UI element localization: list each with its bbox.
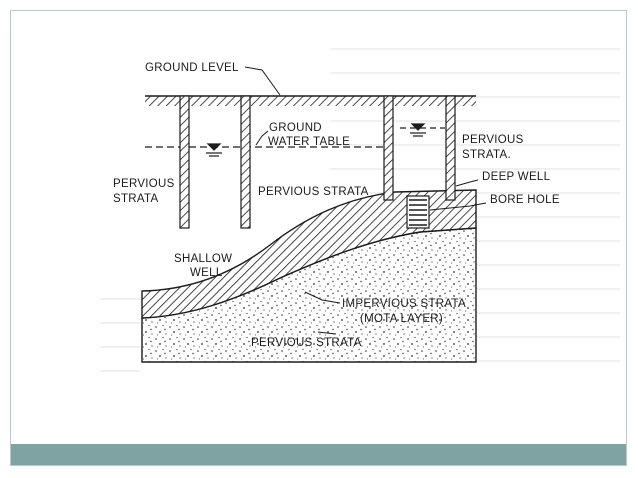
label-shallow-well-1: SHALLOW xyxy=(174,253,232,265)
label-shallow-well-2: WELL xyxy=(190,267,223,279)
label-impervious-strata-2: (MOTA LAYER) xyxy=(360,313,443,325)
label-deep-well: DEEP WELL xyxy=(482,171,551,183)
impervious-strata-band xyxy=(141,189,477,319)
label-pervious-strata-right-1: PERVIOUS xyxy=(462,134,524,146)
shallow-well-wall-left xyxy=(179,95,190,229)
label-pervious-strata-bottom: PERVIOUS STRATA xyxy=(251,337,362,349)
deep-well-wall-right xyxy=(445,95,456,201)
label-pervious-strata-left-2: STRATA xyxy=(113,193,158,205)
deep-well-wall-left xyxy=(383,95,394,201)
label-bore-hole: BORE HOLE xyxy=(490,194,560,206)
footer-bar xyxy=(11,444,626,465)
bore-hole-lines xyxy=(409,199,427,226)
label-pervious-strata-left-1: PERVIOUS xyxy=(113,178,175,190)
leader-lines xyxy=(244,66,487,335)
label-pervious-strata-mid: PERVIOUS STRATA xyxy=(258,186,369,198)
label-ground-water-table-1: GROUND xyxy=(269,122,322,134)
label-pervious-strata-right-2: STRATA. xyxy=(462,149,511,161)
water-level-symbol-deep xyxy=(410,123,426,137)
background-texture-left xyxy=(100,290,140,380)
water-level-symbol xyxy=(206,143,222,157)
ground-surface xyxy=(145,96,476,106)
label-ground-water-table-2: WATER TABLE xyxy=(268,136,350,148)
label-impervious-strata-1: IMPERVIOUS STRATA xyxy=(342,298,466,310)
shallow-well-wall-right xyxy=(240,95,251,229)
label-ground-level: GROUND LEVEL xyxy=(145,62,239,74)
